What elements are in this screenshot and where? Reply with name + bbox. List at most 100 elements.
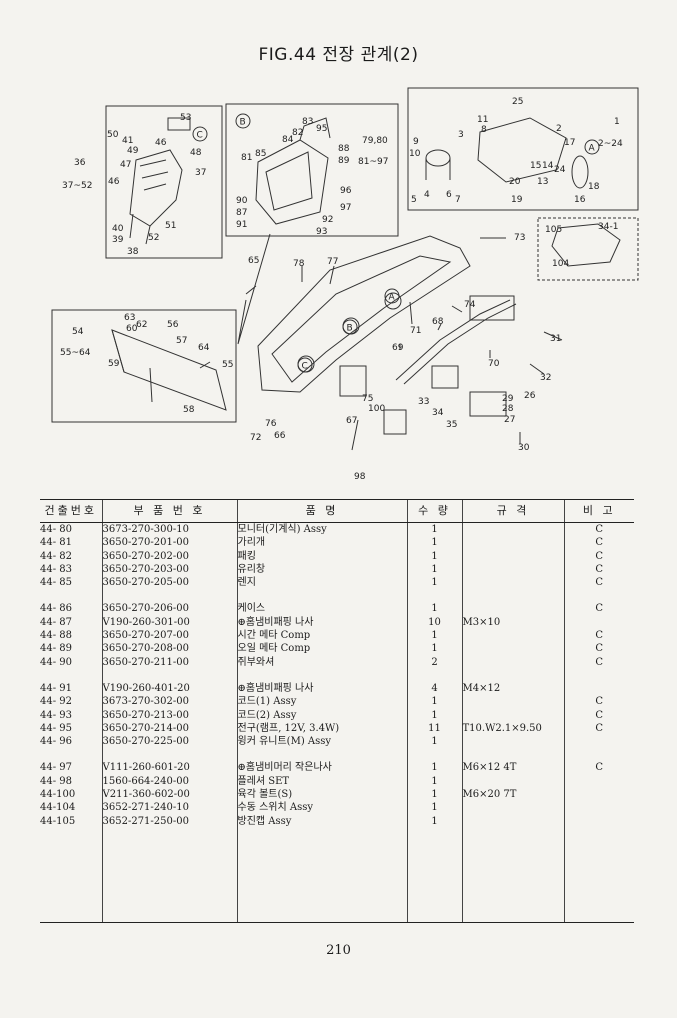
circle-letter-ring bbox=[192, 126, 208, 142]
callout-number: 78 bbox=[293, 259, 305, 269]
spacer-cell bbox=[236, 589, 407, 603]
callout-number: 66 bbox=[274, 431, 286, 441]
quantity-cell: 1 bbox=[406, 602, 462, 616]
part-name-cell: 윙커 유니트(M) Assy bbox=[236, 735, 407, 749]
main-housing-outline bbox=[257, 235, 471, 393]
table-header-row: 건출번호 부 품 번 호 품 명 수 량 규 격 비 고 bbox=[40, 499, 634, 523]
callout-number: 3 bbox=[458, 130, 464, 140]
part-number-cell: 3650-270-211-00 bbox=[101, 655, 237, 669]
callout-number: 51 bbox=[165, 221, 176, 231]
circle-letter-label: C bbox=[302, 362, 308, 372]
header-remarks: 비 고 bbox=[563, 499, 634, 523]
callout-number: 52 bbox=[148, 233, 159, 243]
quantity-cell: 10 bbox=[406, 615, 462, 630]
callout-number: 81 bbox=[241, 153, 252, 163]
callout-number: 71 bbox=[410, 326, 421, 336]
callout-number: 68 bbox=[432, 317, 444, 327]
part-location-cell: 44- 86 bbox=[40, 603, 73, 615]
quantity-cell: 1 bbox=[406, 522, 462, 537]
callout-number: 89 bbox=[338, 156, 350, 166]
callout-number: 79,80 bbox=[362, 136, 388, 146]
callout-number: 2 bbox=[556, 124, 562, 134]
callout-number: 47 bbox=[120, 160, 131, 170]
part-number-cell: 3652-271-250-00 bbox=[101, 814, 237, 828]
page-number: 210 bbox=[326, 943, 351, 958]
part-number-cell: 3650-270-208-00 bbox=[101, 642, 237, 656]
quantity-cell: 1 bbox=[406, 801, 462, 815]
quantity-cell: 4 bbox=[406, 681, 462, 696]
part-number-cell: 3652-271-240-10 bbox=[101, 801, 237, 815]
quantity-cell: 1 bbox=[406, 562, 462, 577]
part-location-cell: 44-105 bbox=[40, 815, 76, 827]
remarks-cell: C bbox=[563, 708, 634, 722]
callout-number: 11 bbox=[477, 115, 488, 125]
wire-harness bbox=[395, 299, 517, 385]
specification-cell bbox=[461, 549, 564, 563]
part-location-cell: 44- 80 bbox=[40, 524, 73, 535]
part-number-cell: 1560-664-240-00 bbox=[101, 774, 237, 789]
callout-number: 91 bbox=[236, 220, 247, 230]
spacer-cell bbox=[461, 668, 564, 682]
remarks-cell: C bbox=[563, 536, 634, 550]
spacer-cell bbox=[101, 748, 237, 762]
circle-letter-ring bbox=[384, 288, 400, 304]
callout-number: 54 bbox=[72, 327, 84, 337]
part-number-cell: 3673-270-300-10 bbox=[101, 522, 237, 537]
callout-number: 93 bbox=[316, 227, 327, 237]
remarks-cell: C bbox=[563, 576, 634, 590]
blank-cell bbox=[236, 827, 407, 923]
remarks-cell: C bbox=[563, 562, 634, 577]
callout-number: 82 bbox=[292, 128, 303, 138]
specification-cell: M3×10 bbox=[461, 615, 564, 630]
detail-box-c bbox=[105, 105, 223, 259]
part-name-cell: 방진캡 Assy bbox=[236, 814, 407, 828]
callout-number: 6 bbox=[446, 190, 452, 200]
specification-cell: M6×20 7T bbox=[461, 788, 564, 802]
remarks-cell bbox=[563, 735, 634, 749]
callout-number: 77 bbox=[327, 257, 338, 267]
quantity-cell: 1 bbox=[406, 549, 462, 563]
callout-number: 67 bbox=[346, 416, 357, 426]
header-part-name: 품 명 bbox=[236, 499, 407, 523]
callout-number: 4 bbox=[424, 190, 430, 200]
callout-number: 1 bbox=[614, 117, 620, 127]
spacer-cell bbox=[236, 748, 407, 762]
callout-number: 75 bbox=[362, 394, 373, 404]
callout-number: 85 bbox=[255, 149, 266, 159]
circle-letter-label: A bbox=[389, 293, 396, 303]
spacer-cell bbox=[406, 748, 462, 762]
spacer-cell bbox=[563, 589, 634, 603]
part-name-cell: 패킹 bbox=[236, 549, 407, 563]
callout-number: 92 bbox=[322, 215, 333, 225]
part-location-cell: 44- 88 bbox=[40, 630, 73, 642]
callout-number: 33 bbox=[418, 397, 429, 407]
callout-number: 37 bbox=[195, 168, 206, 178]
remarks-cell: C bbox=[563, 629, 634, 643]
specification-cell bbox=[461, 602, 564, 616]
part-number-cell: 3650-270-214-00 bbox=[101, 721, 237, 736]
detail-box-b bbox=[225, 103, 399, 237]
part-number-cell: 3650-270-205-00 bbox=[101, 576, 237, 590]
callout-number: 76 bbox=[265, 419, 277, 429]
spacer-cell bbox=[40, 589, 102, 602]
spacer-cell bbox=[101, 668, 237, 682]
part-location-cell: 44- 98 bbox=[40, 775, 73, 787]
specification-cell bbox=[461, 655, 564, 669]
callout-number: 13 bbox=[537, 177, 548, 187]
callout-number: 65 bbox=[248, 256, 259, 266]
specification-cell: T10.W2.1×9.50 bbox=[461, 721, 564, 736]
callout-number: 28 bbox=[502, 404, 514, 414]
part-location-cell: 44-100 bbox=[40, 789, 76, 801]
callout-number: 17 bbox=[564, 138, 575, 148]
table-blank-area bbox=[40, 827, 634, 923]
blank-cell bbox=[406, 827, 462, 923]
